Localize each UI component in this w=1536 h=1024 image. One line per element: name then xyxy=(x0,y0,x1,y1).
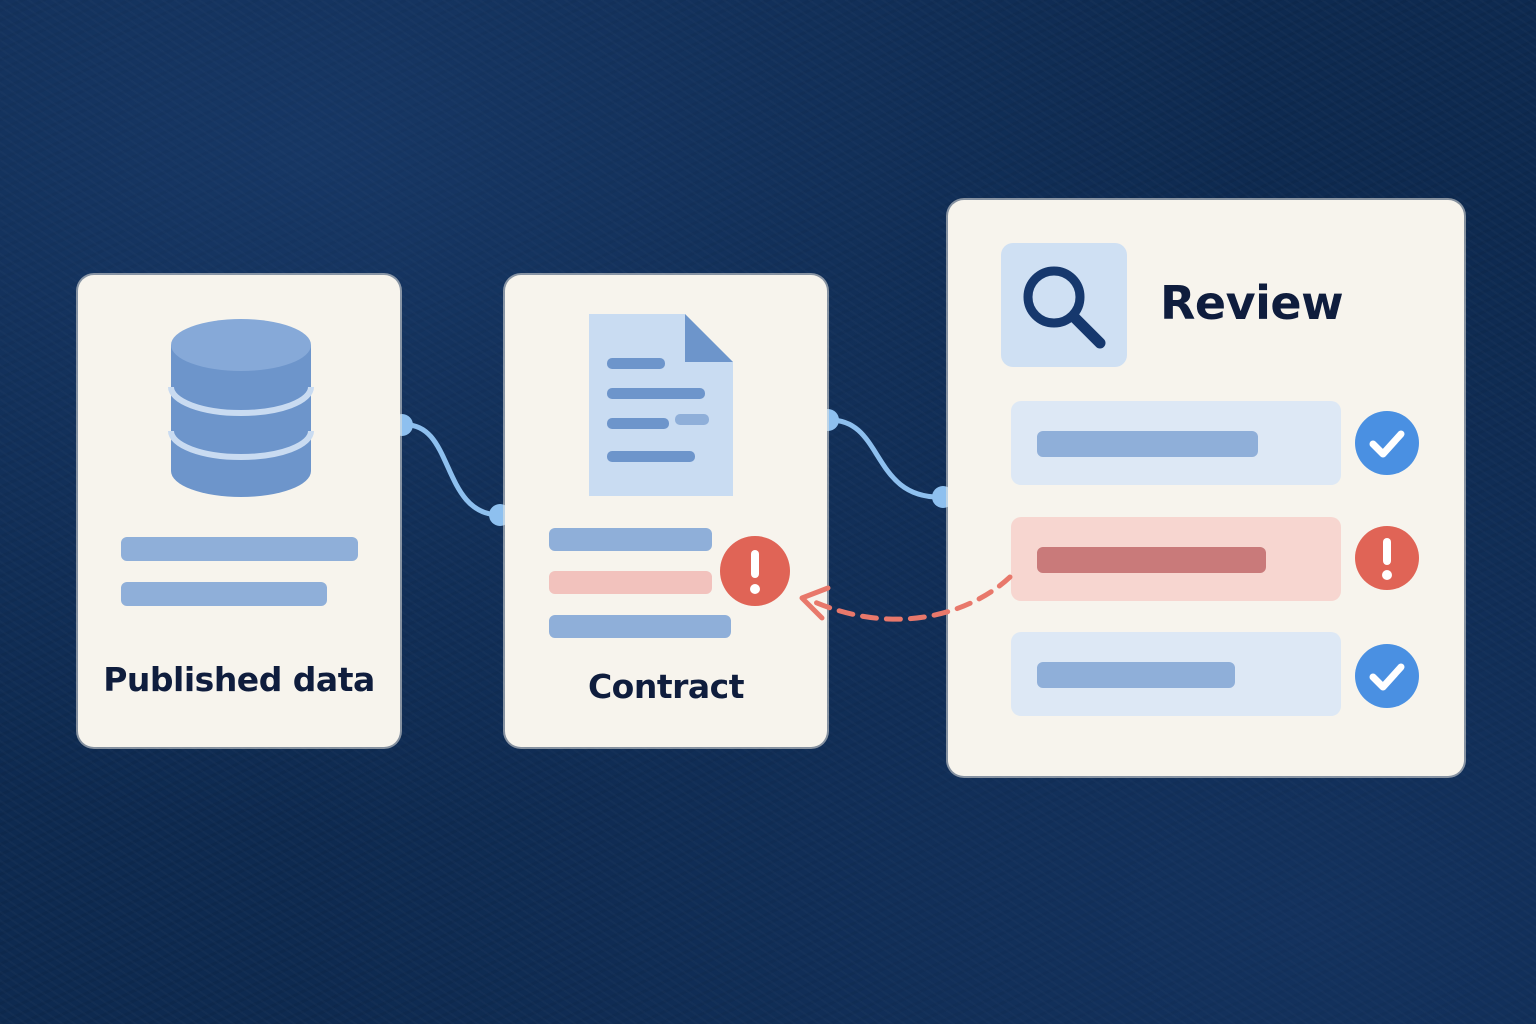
connector-published-to-contract xyxy=(399,422,503,518)
exclamation-icon xyxy=(1355,526,1419,590)
check-icon xyxy=(1355,411,1419,475)
content-line xyxy=(549,615,731,638)
document-icon xyxy=(589,314,733,496)
published-data-card: Published data xyxy=(78,275,400,747)
review-row-line xyxy=(1037,662,1235,688)
review-row-error xyxy=(1011,517,1341,601)
magnifier-icon xyxy=(1023,266,1106,349)
exclamation-icon xyxy=(720,536,790,606)
review-row-line xyxy=(1037,547,1266,573)
database-icon xyxy=(168,319,314,497)
search-tile xyxy=(1001,243,1127,367)
content-line xyxy=(549,528,712,551)
check-icon xyxy=(1355,644,1419,708)
review-row xyxy=(1011,401,1341,485)
content-line xyxy=(121,582,327,606)
review-title: Review xyxy=(1160,276,1344,330)
contract-card: Contract xyxy=(505,275,827,747)
connector-contract-to-review xyxy=(825,417,946,500)
contract-label: Contract xyxy=(587,667,745,706)
review-row xyxy=(1011,632,1341,716)
content-line xyxy=(121,537,358,561)
published-data-label: Published data xyxy=(103,660,375,699)
review-row-line xyxy=(1037,431,1258,457)
content-line-error xyxy=(549,571,712,594)
review-card: Review xyxy=(948,200,1464,776)
